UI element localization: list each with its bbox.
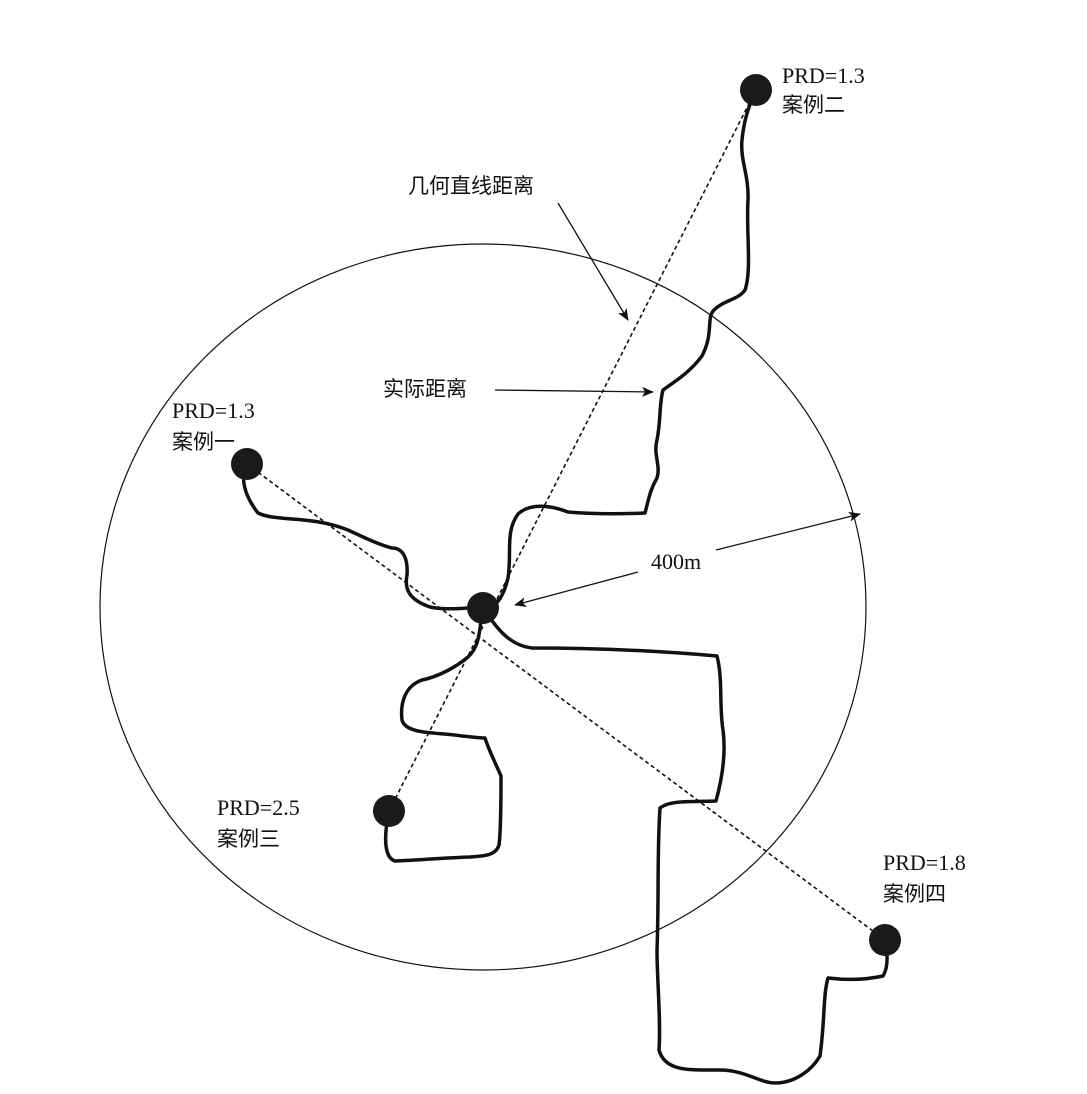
case-2-name: 案例二 (782, 93, 845, 117)
center-node (467, 592, 499, 624)
radius-arrow-inner (514, 571, 639, 607)
case-1-name: 案例一 (172, 430, 235, 454)
case-4-name: 案例四 (883, 882, 946, 906)
radius-label: 400m (651, 549, 701, 574)
actual-distance-arrow (494, 386, 654, 397)
case-2-prd: PRD=1.3 (782, 63, 865, 88)
straight-line-case-2-3 (388, 89, 757, 812)
route-case-2 (481, 88, 758, 610)
service-area-circle (99, 243, 867, 971)
case-1-node (231, 448, 263, 480)
case-2-node (740, 74, 772, 106)
case-4-node (869, 924, 901, 956)
case-4-prd: PRD=1.8 (883, 850, 966, 875)
geometric-distance-label: 几何直线距离 (408, 174, 534, 198)
case-3-node (373, 795, 405, 827)
radius-arrow-outer (715, 511, 861, 551)
case-1-prd: PRD=1.3 (172, 398, 255, 423)
straight-line-case-1 (246, 463, 886, 941)
case-3-prd: PRD=2.5 (217, 795, 300, 820)
route-case-3 (383, 606, 503, 863)
actual-distance-label: 实际距离 (383, 377, 467, 401)
route-case-4 (481, 606, 889, 1085)
route-case-1 (241, 462, 485, 611)
case-3-name: 案例三 (217, 827, 280, 851)
geometric-distance-arrow (557, 202, 629, 321)
